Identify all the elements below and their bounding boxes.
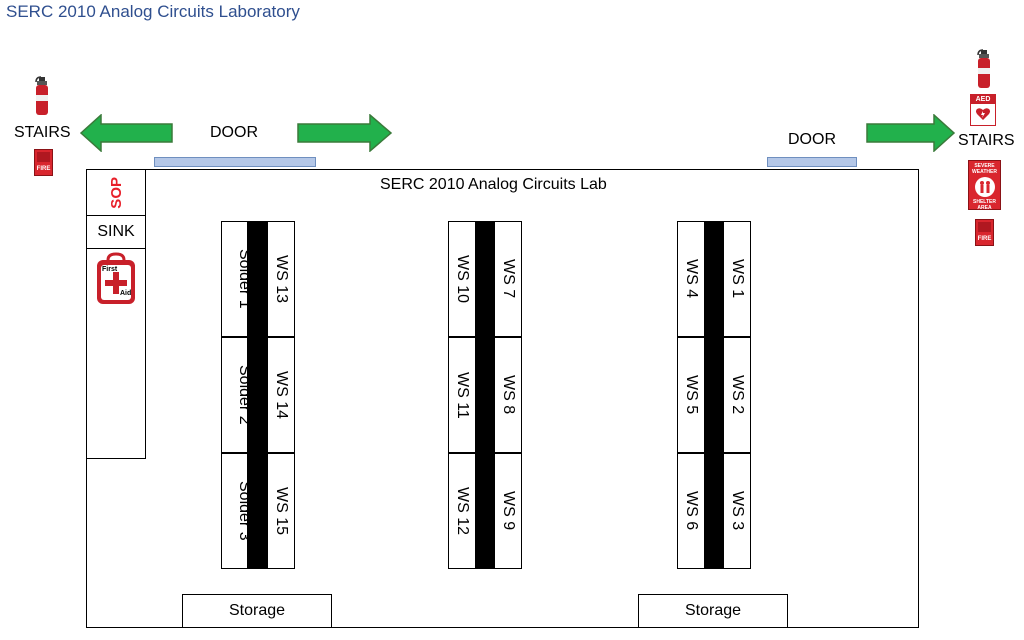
workstation-13[interactable]: WS 13 (267, 221, 295, 337)
fire-extinguisher-icon-right (975, 48, 993, 90)
first-aid-label-1: First (102, 266, 118, 273)
station-label: WS 1 (729, 259, 746, 299)
fire-alarm-icon-right: FIRE (975, 219, 994, 246)
shelter-bottom-label: SHELTER AREA (973, 199, 996, 211)
sink-box: SINK (86, 215, 146, 249)
bench-1: Solder 1 Solder 2 Solder 3 WS 13 WS 14 W… (221, 221, 295, 569)
station-label: WS 10 (454, 254, 471, 303)
bench-2-divider (476, 221, 494, 569)
door-right (767, 157, 857, 167)
exit-arrow-right-icon (866, 114, 956, 152)
workstation-12[interactable]: WS 12 (448, 453, 476, 569)
lab-name: SERC 2010 Analog Circuits Lab (380, 176, 607, 193)
workstation-10[interactable]: WS 10 (448, 221, 476, 337)
exit-arrow-right-icon-top (297, 114, 393, 152)
workstation-15[interactable]: WS 15 (267, 453, 295, 569)
workstation-14[interactable]: WS 14 (267, 337, 295, 453)
workstation-11[interactable]: WS 11 (448, 337, 476, 453)
storage-right[interactable]: Storage (638, 594, 788, 628)
station-label: WS 14 (273, 370, 290, 419)
station-label: WS 7 (500, 259, 517, 299)
sop-label: SOP (107, 176, 125, 209)
sop-box: SOP (86, 169, 146, 216)
station-label: WS 5 (683, 375, 700, 415)
shelter-top-label: SEVERE WEATHER (972, 163, 997, 175)
storage-right-label: Storage (684, 602, 742, 619)
workstation-8[interactable]: WS 8 (494, 337, 522, 453)
fire-alarm-left-label: FIRE (36, 166, 51, 172)
storage-left-label: Storage (228, 602, 286, 619)
stairs-label-right: STAIRS (958, 132, 1015, 149)
station-label: WS 2 (729, 375, 746, 415)
fire-alarm-right-label: FIRE (977, 236, 992, 242)
station-label: WS 4 (683, 259, 700, 299)
station-label: WS 3 (729, 491, 746, 531)
door-label-left: DOOR (210, 124, 258, 141)
workstation-6[interactable]: WS 6 (677, 453, 705, 569)
workstation-7[interactable]: WS 7 (494, 221, 522, 337)
severe-weather-shelter-icon: SEVERE WEATHER SHELTER AREA (968, 160, 1001, 211)
bench-3: WS 4 WS 5 WS 6 WS 1 WS 2 WS 3 (677, 221, 751, 569)
aed-label: AED (971, 95, 995, 104)
first-aid-kit-icon: First Aid (94, 252, 138, 306)
stairs-label-left: STAIRS (14, 124, 71, 141)
fire-alarm-icon-left: FIRE (34, 149, 53, 176)
sink-label: SINK (97, 223, 135, 240)
station-label: WS 6 (683, 491, 700, 531)
workstation-1[interactable]: WS 1 (723, 221, 751, 337)
station-label: WS 8 (500, 375, 517, 415)
fire-extinguisher-icon-left (33, 75, 51, 117)
page-title: SERC 2010 Analog Circuits Laboratory (6, 2, 300, 21)
station-label: WS 11 (454, 371, 471, 419)
workstation-4[interactable]: WS 4 (677, 221, 705, 337)
workstation-3[interactable]: WS 3 (723, 453, 751, 569)
workstation-9[interactable]: WS 9 (494, 453, 522, 569)
station-label: WS 12 (454, 486, 471, 535)
first-aid-label-2: Aid (120, 290, 132, 297)
station-label: WS 13 (273, 254, 290, 303)
bench-2: WS 10 WS 11 WS 12 WS 7 WS 8 WS 9 (448, 221, 522, 569)
bench-1-divider (247, 221, 267, 569)
storage-left[interactable]: Storage (182, 594, 332, 628)
door-label-right: DOOR (788, 131, 836, 148)
aed-icon: AED (970, 94, 996, 126)
station-label: WS 9 (500, 491, 517, 531)
exit-arrow-left-icon (80, 114, 173, 152)
door-left (154, 157, 316, 167)
bench-3-divider (705, 221, 723, 569)
station-label: WS 15 (273, 486, 290, 535)
workstation-5[interactable]: WS 5 (677, 337, 705, 453)
workstation-2[interactable]: WS 2 (723, 337, 751, 453)
